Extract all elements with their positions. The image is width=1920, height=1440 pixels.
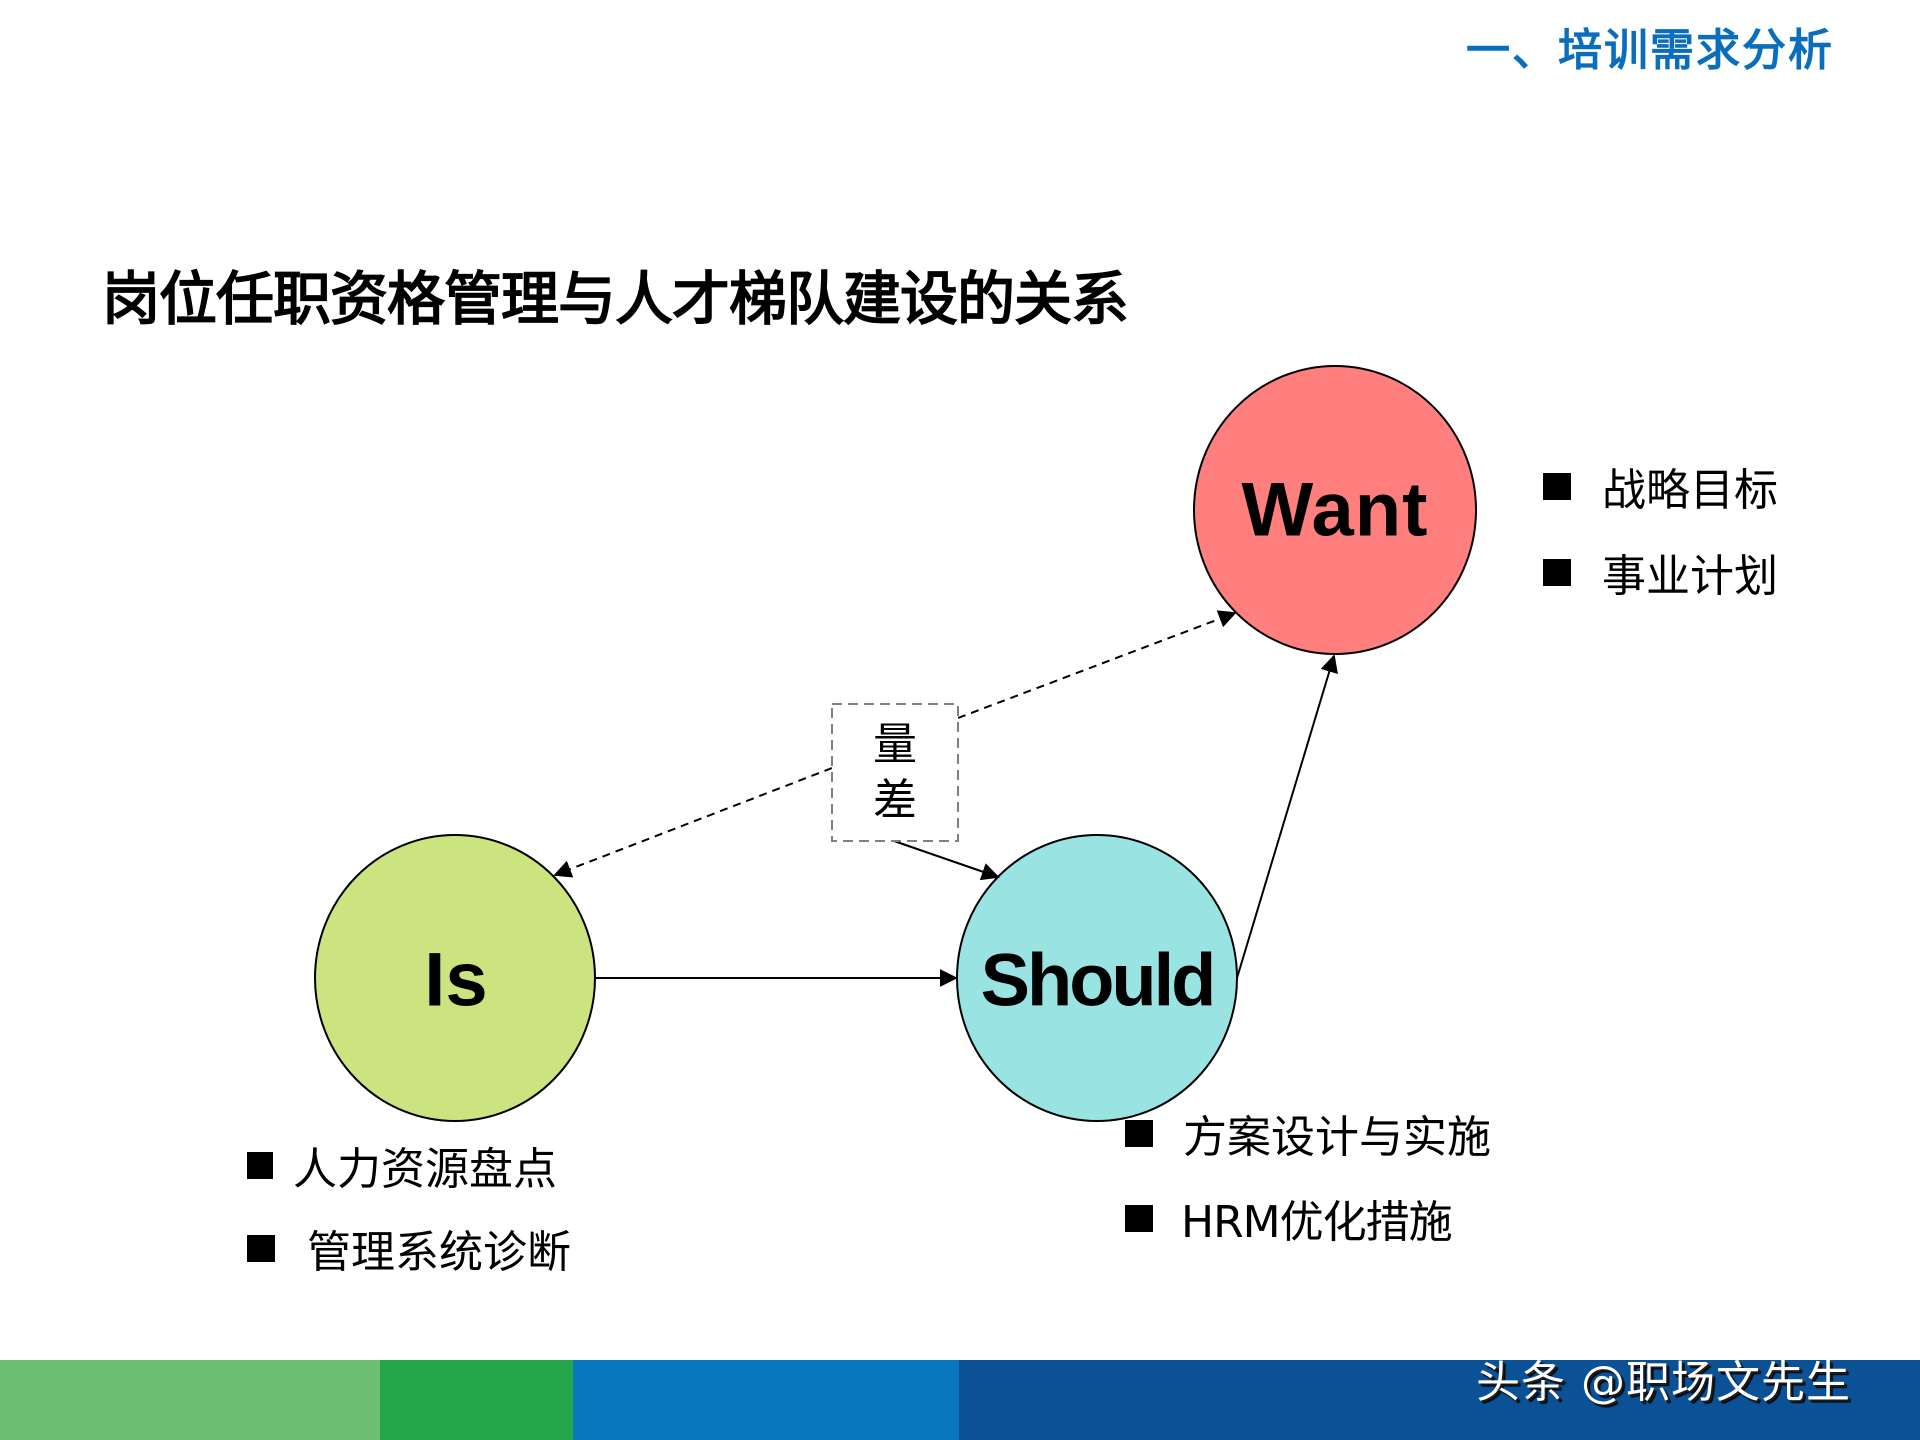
page-title: 岗位任职资格管理与人才梯队建设的关系 <box>102 265 1129 333</box>
square-bullet-icon <box>1125 1204 1153 1232</box>
should-bullet-list: 方案设计与实施 HRM优化措施 <box>1125 1107 1491 1248</box>
want-bullet-list: 战略目标 事业计划 <box>1543 460 1778 602</box>
square-bullet-icon <box>1543 558 1571 586</box>
footer-band-green <box>380 1360 573 1440</box>
footer-band-light-green <box>0 1360 380 1440</box>
is-label: Is <box>424 937 488 1023</box>
want-circle <box>1193 365 1477 655</box>
want-label: Want <box>1241 467 1429 553</box>
gap-box: 量 差 <box>832 704 958 841</box>
bullet-text: 方案设计与实施 <box>1183 1112 1491 1163</box>
is-bullet-list: 人力资源盘点 管理系统诊断 <box>247 1139 571 1278</box>
bullet-text: HRM优化措施 <box>1181 1197 1453 1248</box>
dashed-arrow-gap-to-want <box>957 610 1237 719</box>
square-bullet-icon <box>1543 472 1571 500</box>
arrow-gap-to-should <box>893 840 1000 881</box>
bullet-text: 管理系统诊断 <box>307 1227 571 1278</box>
should-label: Should <box>980 938 1217 1022</box>
section-title: 一、培训需求分析 <box>1466 25 1834 76</box>
gap-char-1: 量 <box>873 718 917 770</box>
footer-band-dark-blue <box>959 1360 1920 1440</box>
bullet-text: 战略目标 <box>1602 465 1778 516</box>
square-bullet-icon <box>247 1151 273 1179</box>
list-item: 管理系统诊断 <box>247 1222 571 1278</box>
gap-char-2: 差 <box>873 774 917 826</box>
list-item: 战略目标 <box>1543 460 1778 516</box>
watermark: 头条 @职场文先生 <box>1476 1357 1851 1408</box>
bullet-text: 人力资源盘点 <box>293 1144 557 1195</box>
arrow-should-to-want <box>1236 654 1338 979</box>
square-bullet-icon <box>1125 1119 1153 1147</box>
dashed-arrow-gap-to-is <box>553 767 833 878</box>
list-item: 事业计划 <box>1543 546 1778 602</box>
footer-band-blue <box>573 1360 959 1440</box>
list-item: 人力资源盘点 <box>247 1139 571 1195</box>
bullet-text: 事业计划 <box>1602 551 1778 602</box>
list-item: HRM优化措施 <box>1125 1192 1491 1248</box>
list-item: 方案设计与实施 <box>1125 1107 1491 1163</box>
square-bullet-icon <box>247 1234 275 1262</box>
gap-box-border <box>831 703 959 842</box>
